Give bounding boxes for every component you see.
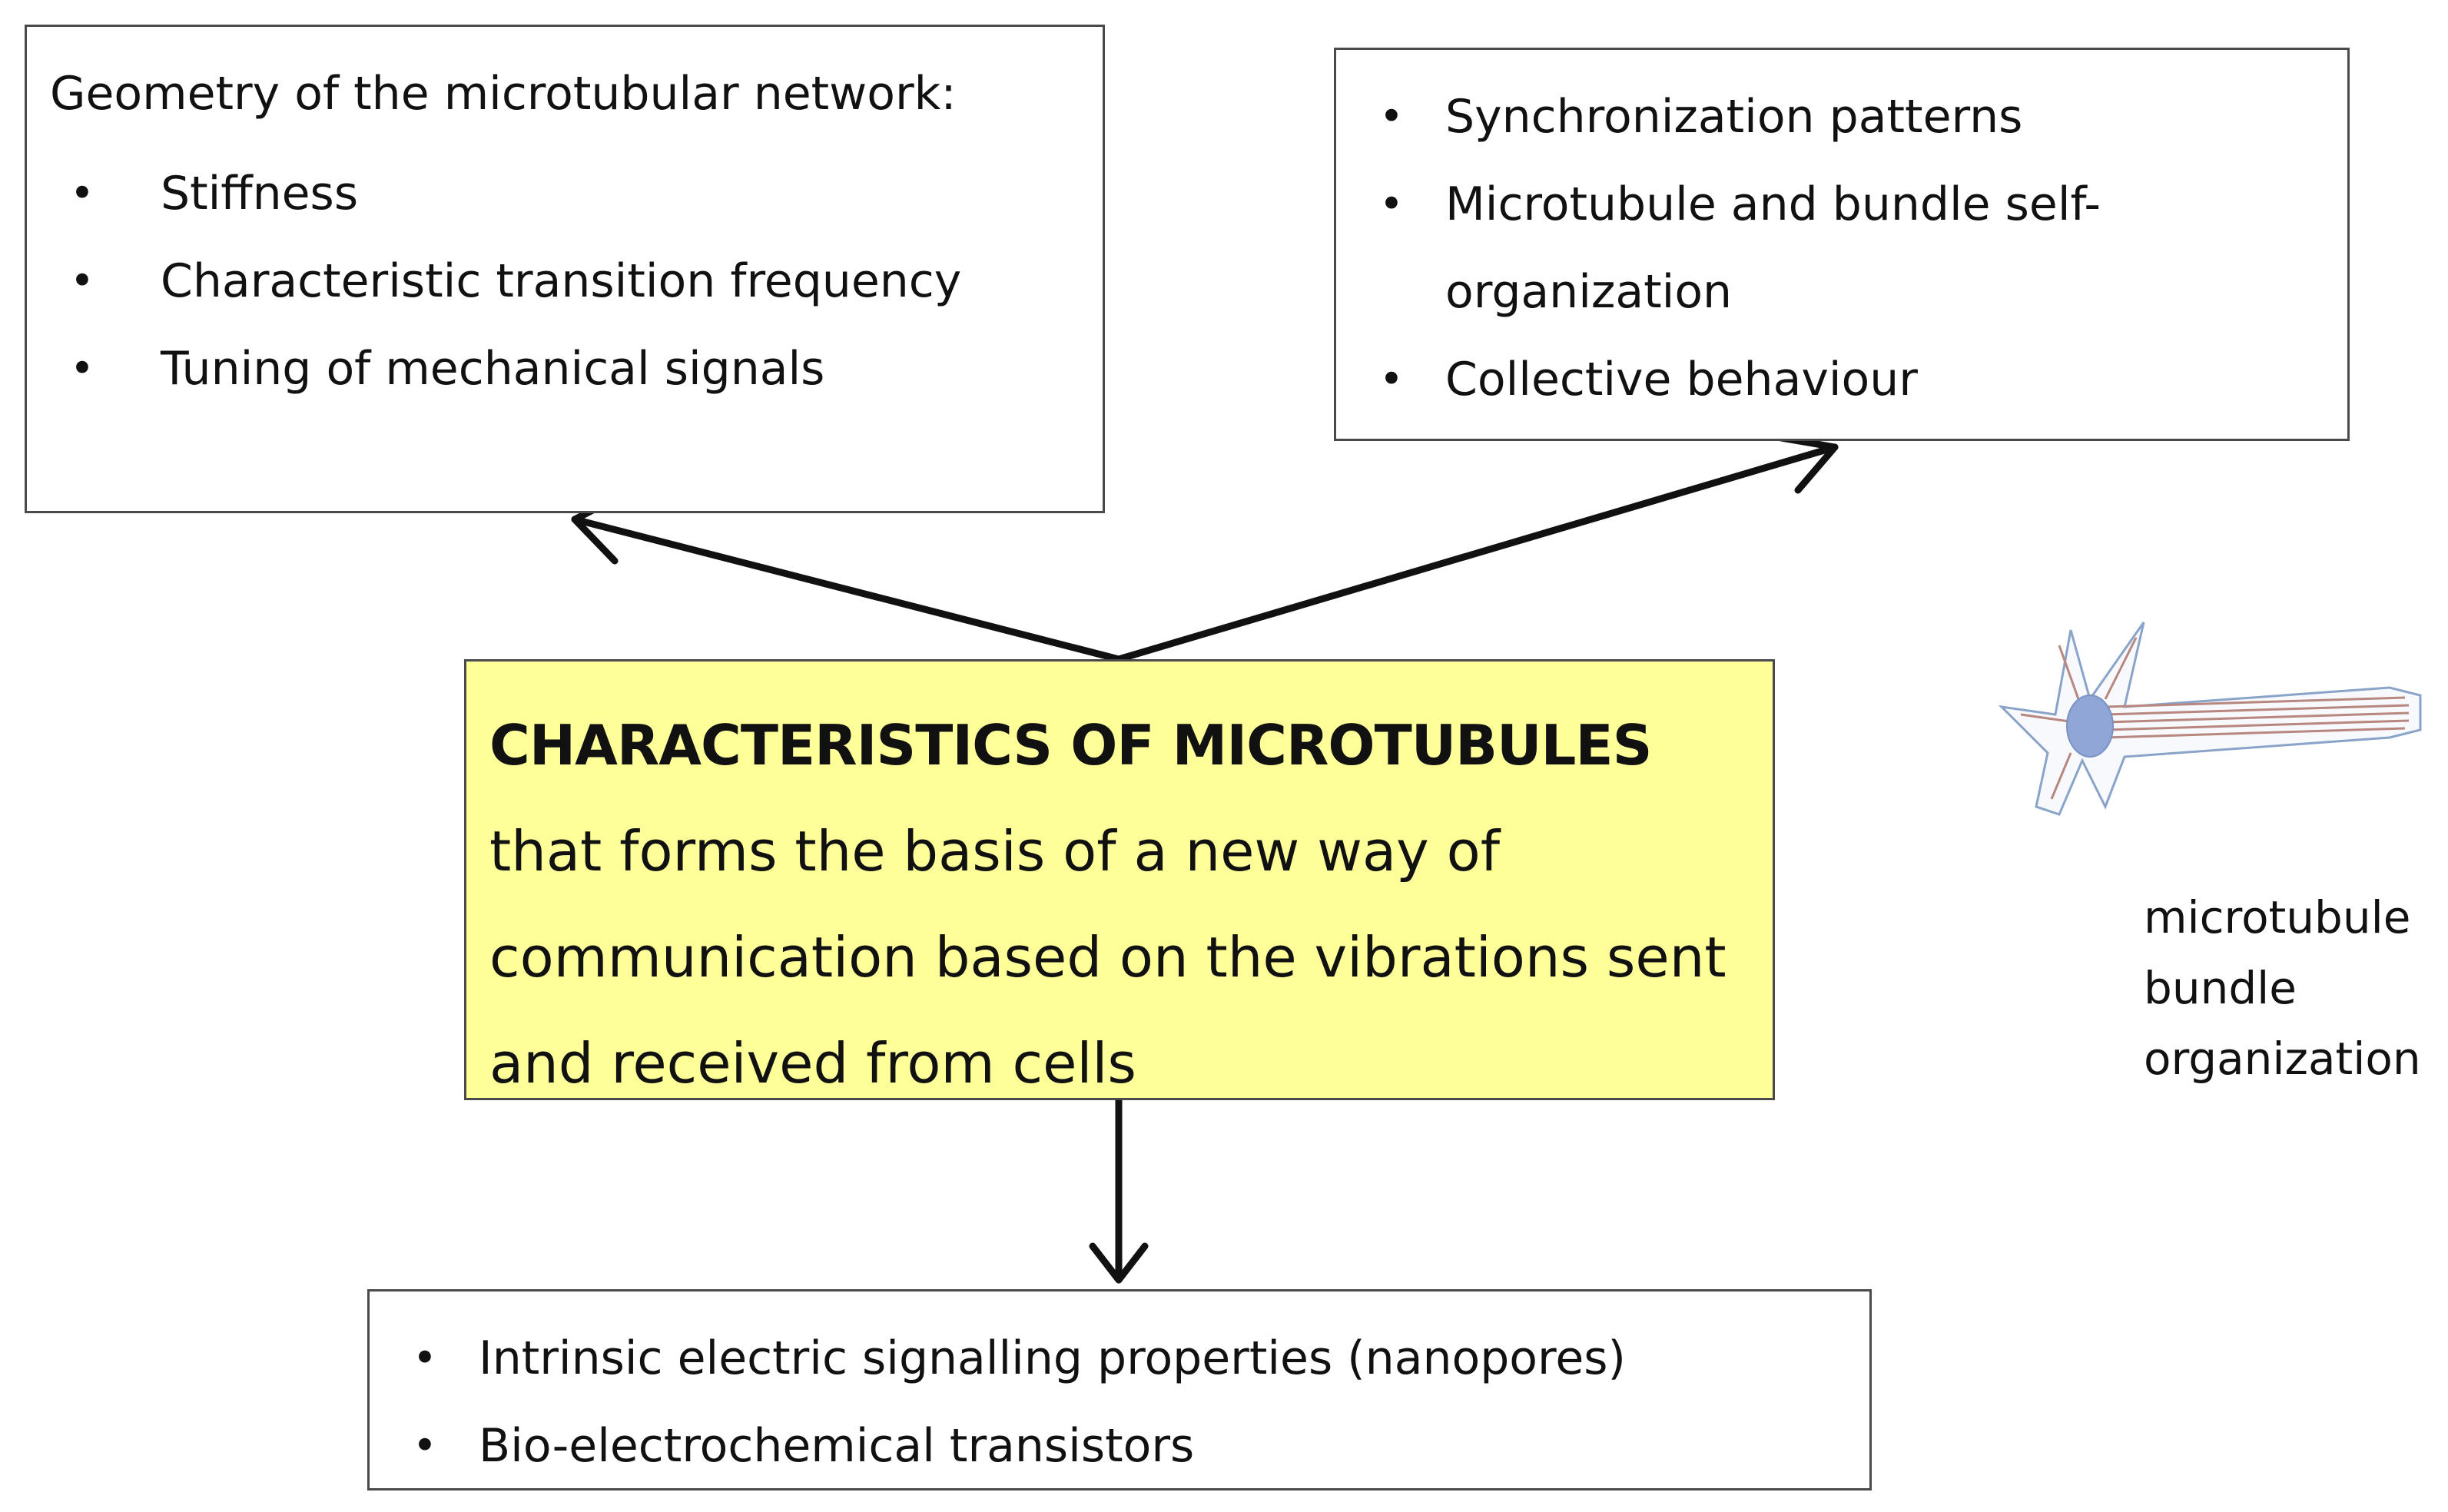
list-item-text: Synchronization patterns	[1445, 90, 2023, 144]
sync-box: • Synchronization patterns • Microtubule a…	[1334, 48, 2350, 441]
list-item-text: Bio-electrochemical transistors	[479, 1419, 1195, 1473]
list-item: • Synchronization patterns	[1359, 73, 2347, 161]
arrow-to-geometry	[571, 516, 1123, 663]
list-item: • Stiffness	[50, 150, 1103, 237]
list-item: • Tuning of mechanical signals	[50, 325, 1103, 413]
neuron-cell-illustration	[1998, 622, 2422, 816]
center-title: CHARACTERISTICS OF MICROTUBULES	[489, 713, 1652, 778]
list-item-text: Collective behaviour	[1445, 353, 1918, 406]
list-item-text: Microtubule and bundle self-organization	[1445, 177, 2101, 319]
sync-list: • Synchronization patterns • Microtubule a…	[1359, 73, 2347, 423]
cell-nucleus	[2066, 695, 2114, 758]
arrowhead-electric	[1089, 1242, 1149, 1284]
bullet-icon: •	[1379, 180, 1404, 228]
bullet-icon: •	[70, 257, 95, 305]
arrowhead-sync	[1777, 434, 1839, 494]
geometry-list: • Stiffness • Characteristic transition fr…	[50, 150, 1103, 413]
bullet-icon: •	[413, 1421, 437, 1470]
list-item: • Intrinsic electric signalling propertie…	[393, 1315, 1869, 1402]
electric-list: • Intrinsic electric signalling propertie…	[393, 1315, 1869, 1490]
list-item-text: Tuning of mechanical signals	[161, 342, 825, 396]
geometry-heading: Geometry of the microtubular network:	[50, 67, 957, 121]
list-item: • Bio-electrochemical transistors	[393, 1402, 1869, 1490]
center-body: that forms the basis of a new way of com…	[489, 819, 1727, 1096]
arrow-to-sync	[1115, 443, 1839, 663]
bullet-icon: •	[1379, 92, 1404, 141]
microtubule-fibers	[2020, 637, 2410, 800]
bullet-icon: •	[70, 344, 95, 393]
center-box: CHARACTERISTICS OF MICROTUBULES that for…	[464, 659, 1775, 1100]
list-item-text: Intrinsic electric signalling properties…	[479, 1331, 1626, 1385]
list-item-text: Characteristic transition frequency	[161, 254, 962, 308]
electric-box: • Intrinsic electric signalling propertie…	[367, 1289, 1872, 1490]
bullet-icon: •	[413, 1334, 437, 1382]
bullet-icon: •	[70, 169, 95, 217]
list-item-text: Stiffness	[161, 167, 359, 220]
list-item: • Microtubule and bundle self-organizatio…	[1359, 161, 2214, 336]
bullet-icon: •	[1379, 355, 1404, 403]
geometry-box: Geometry of the microtubular network: • S…	[25, 25, 1105, 513]
list-item: • Characteristic transition frequency	[50, 237, 1103, 325]
list-item: • Collective behaviour	[1359, 336, 2347, 423]
image-caption: microtubule bundle organization	[2144, 891, 2421, 1085]
